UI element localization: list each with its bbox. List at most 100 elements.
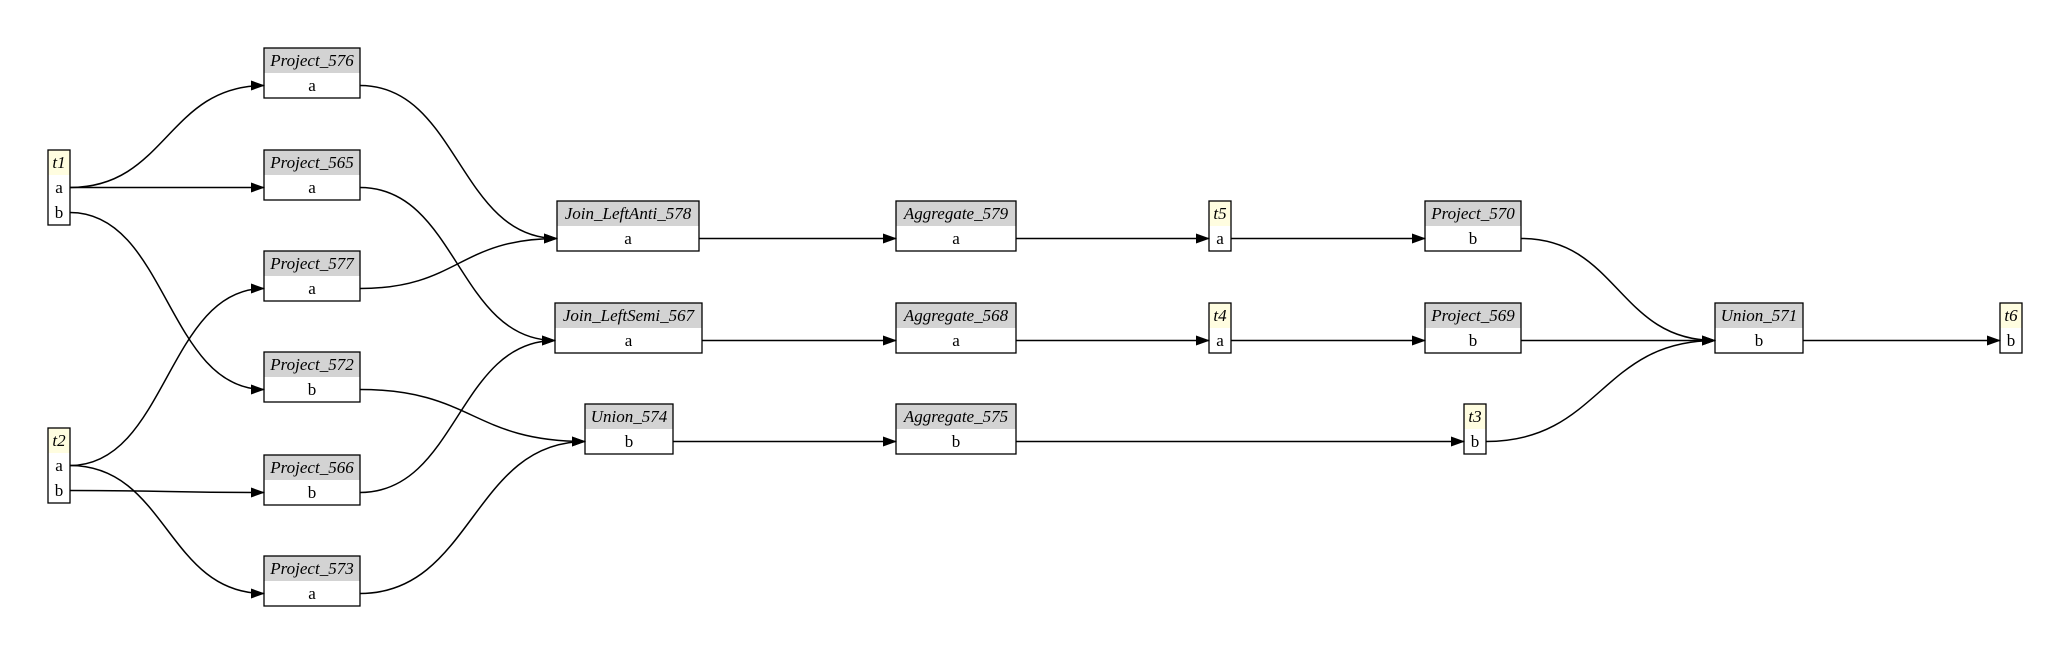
node-field: a bbox=[1216, 331, 1224, 350]
edge-t2-to-p566 bbox=[69, 487, 265, 498]
node-border bbox=[554, 302, 703, 354]
edge-t1-to-p576 bbox=[69, 80, 265, 189]
node-border bbox=[263, 250, 361, 302]
node-t5: t5a bbox=[1208, 200, 1232, 252]
node-header bbox=[896, 303, 1016, 328]
node-border bbox=[263, 454, 361, 506]
edge-p565-to-j567 bbox=[359, 186, 556, 346]
node-border bbox=[895, 200, 1017, 252]
edge-t1-to-p572 bbox=[69, 211, 265, 395]
node-title: t6 bbox=[2004, 306, 2018, 325]
node-title: Project_570 bbox=[1430, 204, 1515, 223]
node-field: b bbox=[1755, 331, 1764, 350]
edge-p572-to-u574 bbox=[359, 388, 586, 447]
edge-t3-to-u571 bbox=[1485, 335, 1716, 443]
node-header bbox=[557, 201, 699, 226]
node-t3: t3b bbox=[1463, 403, 1487, 455]
node-title: t1 bbox=[52, 153, 65, 172]
node-border bbox=[1424, 302, 1522, 354]
node-field: b bbox=[1469, 229, 1478, 248]
node-border bbox=[263, 555, 361, 607]
node-header bbox=[896, 404, 1016, 429]
node-title: Union_574 bbox=[591, 407, 668, 426]
node-title: Project_577 bbox=[269, 254, 355, 273]
node-field: a bbox=[308, 76, 316, 95]
node-title: Join_LeftSemi_567 bbox=[563, 306, 696, 325]
node-header bbox=[1464, 404, 1486, 429]
node-field: b bbox=[308, 380, 317, 399]
node-border bbox=[1463, 403, 1487, 455]
node-header bbox=[264, 150, 360, 175]
node-field: b bbox=[2007, 331, 2016, 350]
node-border bbox=[47, 149, 71, 226]
node-title: t4 bbox=[1213, 306, 1227, 325]
node-field: b bbox=[952, 432, 961, 451]
node-header bbox=[2000, 303, 2022, 328]
node-header bbox=[1209, 303, 1231, 328]
node-border bbox=[1208, 200, 1232, 252]
node-field: a bbox=[308, 279, 316, 298]
node-field: a bbox=[1216, 229, 1224, 248]
node-header bbox=[1715, 303, 1803, 328]
node-title: Project_572 bbox=[269, 355, 354, 374]
node-title: Project_569 bbox=[1430, 306, 1515, 325]
node-header bbox=[896, 201, 1016, 226]
nodes-layer: t1abt2abProject_576aProject_565aProject_… bbox=[47, 47, 2023, 607]
node-field: a bbox=[55, 178, 63, 197]
edge-p577-to-j578 bbox=[359, 233, 558, 290]
node-border bbox=[1208, 302, 1232, 354]
node-t6: t6 b bbox=[1999, 302, 2023, 354]
node-field: b bbox=[1469, 331, 1478, 350]
node-border bbox=[895, 403, 1017, 455]
node-field: a bbox=[308, 584, 316, 603]
node-t1: t1 ab bbox=[47, 149, 71, 226]
node-field: b bbox=[308, 483, 317, 502]
edge-p566-to-j567 bbox=[359, 335, 556, 494]
node-field: a bbox=[308, 178, 316, 197]
node-title: Project_565 bbox=[269, 153, 353, 172]
node-border bbox=[263, 47, 361, 99]
node-field: b bbox=[625, 432, 634, 451]
node-border bbox=[895, 302, 1017, 354]
node-border bbox=[1999, 302, 2023, 354]
node-header bbox=[1209, 201, 1231, 226]
node-field: b bbox=[55, 481, 64, 500]
node-field: a bbox=[952, 331, 960, 350]
edge-t2-to-p573 bbox=[69, 464, 265, 599]
edge-p576-to-j578 bbox=[359, 84, 558, 244]
edge-t2-to-p577 bbox=[69, 283, 265, 467]
edge-p570-to-u571 bbox=[1520, 237, 1716, 346]
node-border bbox=[556, 200, 700, 252]
node-header bbox=[264, 251, 360, 276]
node-title: Aggregate_575 bbox=[903, 407, 1008, 426]
node-field: b bbox=[55, 203, 64, 222]
node-header bbox=[48, 150, 70, 175]
node-header bbox=[1425, 303, 1521, 328]
node-title: Join_LeftAnti_578 bbox=[565, 204, 692, 223]
node-header bbox=[264, 48, 360, 73]
node-field: b bbox=[1471, 432, 1480, 451]
node-border bbox=[584, 403, 674, 455]
edge-p573-to-u574 bbox=[359, 436, 586, 595]
node-field: a bbox=[952, 229, 960, 248]
node-header bbox=[1425, 201, 1521, 226]
node-title: Project_566 bbox=[269, 458, 354, 477]
edges-layer bbox=[69, 80, 2001, 599]
node-border bbox=[263, 149, 361, 201]
node-title: Project_576 bbox=[269, 51, 354, 70]
node-header bbox=[264, 556, 360, 581]
node-border bbox=[1714, 302, 1804, 354]
node-header bbox=[264, 352, 360, 377]
